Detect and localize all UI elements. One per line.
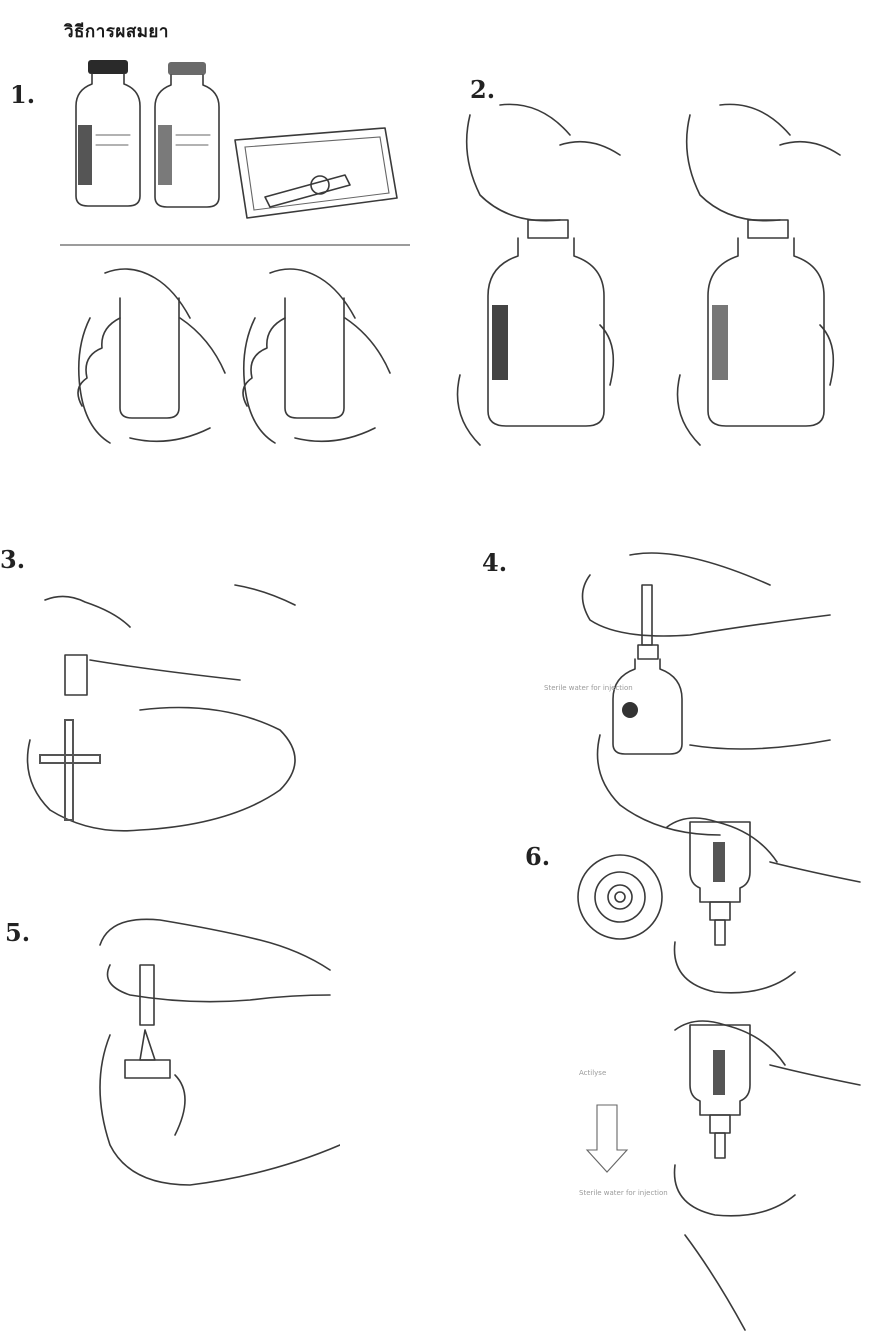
step-4-inject-water-illustration: Sterile water for injection <box>540 545 840 845</box>
step-6-number: 6. <box>525 842 550 871</box>
transfer-top-label: Actilyse <box>579 1069 606 1077</box>
step-5-remove-cap-illustration <box>90 905 340 1205</box>
step-2-cap-removal-illustration <box>440 95 865 450</box>
step-5-number: 5. <box>5 918 30 947</box>
sterile-water-label: Sterile water for injection <box>544 684 633 692</box>
step-1-hands-illustration <box>60 258 410 458</box>
page-title: วิธีการผสมยา <box>64 18 169 45</box>
step-1-vials-illustration <box>70 55 410 230</box>
step-3-transfer-device-illustration <box>10 570 310 840</box>
step-1-number: 1. <box>10 80 35 109</box>
step-6-transfer-illustration: Actilyse Sterile water for injection <box>575 1005 869 1335</box>
step-4-number: 4. <box>482 548 507 577</box>
step-6-invert-vial-illustration <box>575 802 869 1002</box>
step-1-divider <box>60 244 410 246</box>
transfer-bottom-label: Sterile water for injection <box>579 1189 668 1197</box>
